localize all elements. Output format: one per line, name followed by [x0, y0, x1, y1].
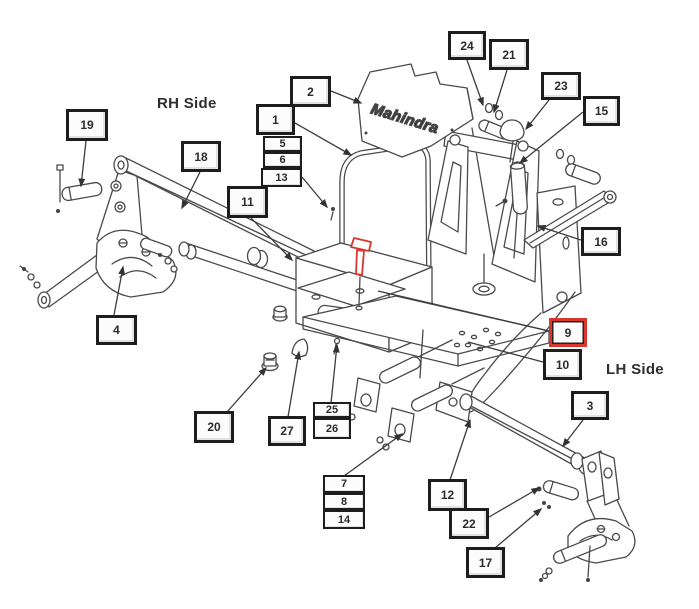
- callout-3[interactable]: 3: [571, 391, 609, 420]
- leader-line: [466, 59, 484, 107]
- callout-5[interactable]: 5: [263, 136, 302, 152]
- callout-13[interactable]: 13: [261, 168, 302, 187]
- lh-side-label: LH Side: [606, 361, 664, 378]
- pin-15: [495, 161, 528, 259]
- callout-25[interactable]: 25: [313, 402, 351, 418]
- callout-6[interactable]: 6: [263, 152, 302, 168]
- callout-10[interactable]: 10: [543, 349, 582, 380]
- rh-lower-link: [19, 251, 111, 309]
- callout-9[interactable]: 9: [549, 318, 587, 347]
- callout-20[interactable]: 20: [194, 411, 234, 443]
- leader-line: [488, 487, 541, 518]
- pin-22: [536, 480, 580, 509]
- leader-line: [226, 366, 267, 413]
- leader-line: [467, 341, 544, 363]
- callout-22[interactable]: 22: [449, 508, 489, 539]
- callout-11[interactable]: 11: [227, 186, 268, 218]
- leader-line: [294, 122, 353, 156]
- leader-line: [181, 171, 201, 210]
- leader-line: [518, 111, 584, 164]
- clevis-pin-parts-16: [555, 148, 601, 185]
- bushings-and-nuts: [261, 305, 341, 372]
- leader-line: [377, 290, 550, 332]
- leader-line: [494, 508, 543, 549]
- callout-21[interactable]: 21: [489, 39, 529, 70]
- diagram-line-art: Mahindra: [19, 63, 636, 582]
- callout-8[interactable]: 8: [323, 493, 365, 510]
- leader-lines: [78, 59, 584, 549]
- callout-7[interactable]: 7: [323, 475, 365, 493]
- callout-27[interactable]: 27: [268, 416, 306, 446]
- leader-line: [562, 419, 584, 448]
- callout-17[interactable]: 17: [466, 547, 505, 578]
- rockshaft-arm: [523, 190, 617, 249]
- leader-line: [492, 69, 508, 114]
- leader-line: [287, 350, 302, 418]
- callout-4[interactable]: 4: [96, 315, 137, 345]
- leader-line: [343, 433, 404, 477]
- callout-26[interactable]: 26: [313, 418, 351, 439]
- leader-line: [250, 217, 294, 262]
- callout-12[interactable]: 12: [428, 479, 467, 511]
- rh-lift-arm: [113, 155, 315, 269]
- highlighted-pin: [350, 237, 372, 276]
- leader-line: [330, 90, 363, 104]
- lh-clevis-bracket: [581, 450, 630, 533]
- callout-15[interactable]: 15: [583, 96, 620, 126]
- callout-1[interactable]: 1: [256, 104, 295, 135]
- pin-17: [539, 534, 608, 582]
- leader-line: [330, 343, 340, 404]
- callout-18[interactable]: 18: [181, 141, 221, 172]
- callout-24[interactable]: 24: [448, 31, 486, 60]
- callout-14[interactable]: 14: [323, 510, 365, 529]
- leader-line: [449, 418, 471, 481]
- leader-line: [113, 265, 126, 316]
- leader-line: [536, 224, 582, 241]
- logo-plate: Mahindra: [357, 63, 474, 158]
- leader-line: [525, 99, 550, 131]
- rh-side-label: RH Side: [157, 95, 217, 112]
- knob-23: [499, 119, 525, 163]
- callout-23[interactable]: 23: [541, 72, 581, 100]
- leader-line: [78, 140, 87, 188]
- callout-2[interactable]: 2: [290, 76, 331, 107]
- callout-19[interactable]: 19: [66, 109, 108, 141]
- leader-line: [301, 176, 328, 209]
- callout-16[interactable]: 16: [581, 227, 621, 256]
